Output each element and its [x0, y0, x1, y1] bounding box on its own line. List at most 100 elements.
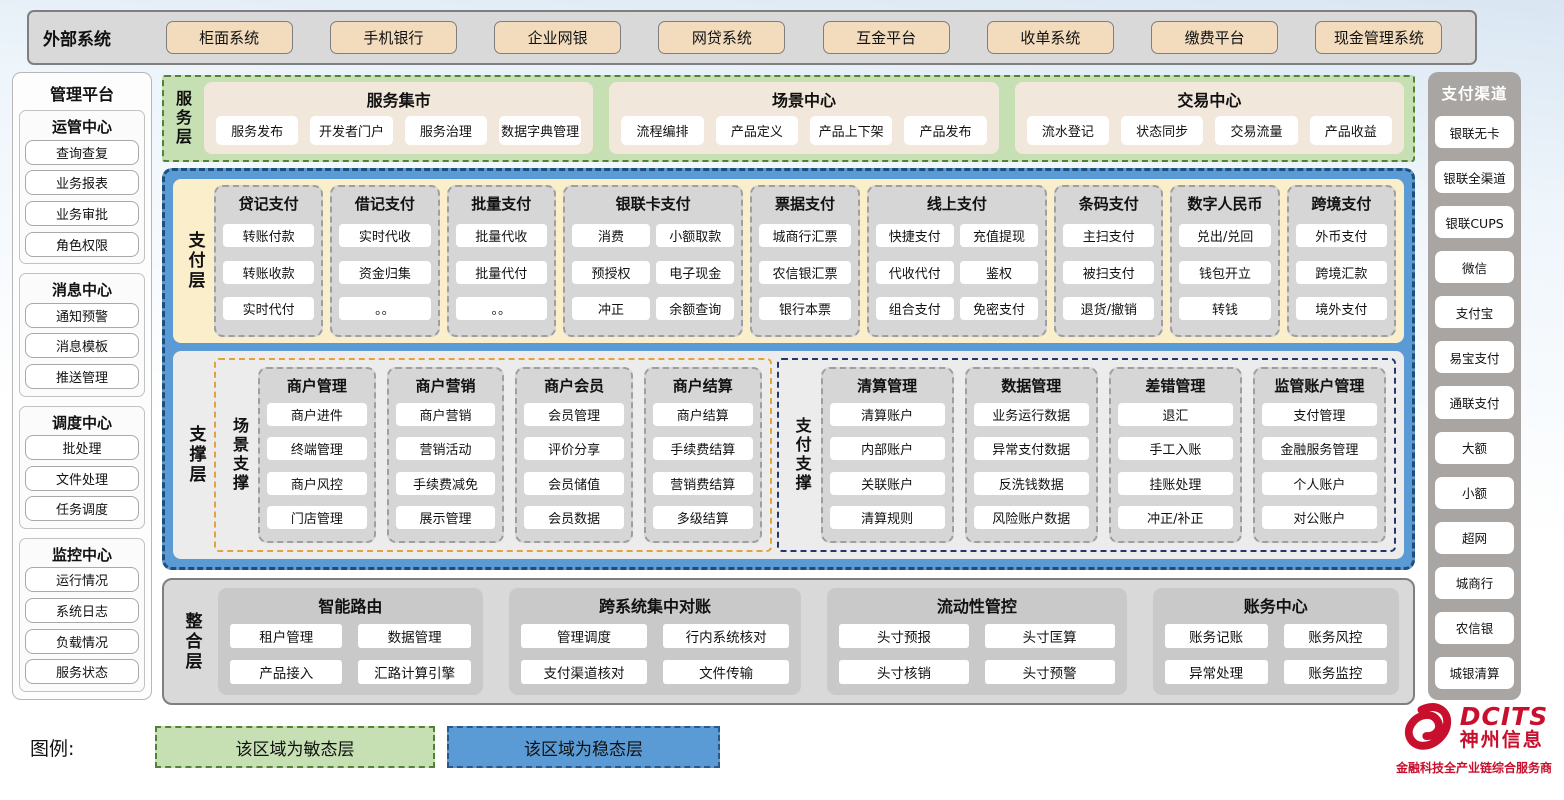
scene-item-button[interactable]: 商户结算 — [652, 402, 753, 426]
payment-item-button[interactable]: 组合支付 — [875, 297, 954, 321]
payment-item-button[interactable]: 兑出/兑回 — [1179, 223, 1271, 247]
payment-item-button[interactable]: 批量代收 — [455, 223, 547, 247]
scene-item-button[interactable]: 多级结算 — [652, 506, 753, 530]
paysup-item-button[interactable]: 内部账户 — [829, 437, 945, 461]
payment-item-button[interactable]: 实时代付 — [223, 297, 315, 321]
scene-item-button[interactable]: 门店管理 — [267, 506, 367, 530]
mgmt-item-button[interactable]: 业务报表 — [25, 170, 139, 196]
payment-item-button[interactable]: 钱包开立 — [1179, 260, 1271, 284]
paysup-item-button[interactable]: 冲正/补正 — [1117, 506, 1233, 530]
payment-channel-button[interactable]: 大额 — [1435, 431, 1514, 464]
scene-item-button[interactable]: 营销活动 — [395, 437, 496, 461]
paysup-item-button[interactable]: 支付管理 — [1261, 402, 1377, 426]
service-item-button[interactable]: 数据字典管理 — [498, 116, 582, 145]
mgmt-item-button[interactable]: 业务审批 — [25, 200, 139, 226]
service-item-button[interactable]: 产品发布 — [904, 116, 987, 145]
external-system-button[interactable]: 现金管理系统 — [1315, 21, 1443, 54]
payment-item-button[interactable]: 城商行汇票 — [759, 223, 851, 247]
payment-channel-button[interactable]: 银联全渠道 — [1435, 161, 1514, 194]
external-system-button[interactable]: 柜面系统 — [165, 21, 293, 54]
payment-item-button[interactable]: 。。 — [455, 297, 547, 321]
external-system-button[interactable]: 企业网银 — [494, 21, 622, 54]
mgmt-item-button[interactable]: 消息模板 — [25, 333, 139, 359]
payment-item-button[interactable]: 银行本票 — [759, 297, 851, 321]
scene-item-button[interactable]: 终端管理 — [267, 437, 367, 461]
paysup-item-button[interactable]: 业务运行数据 — [973, 402, 1089, 426]
paysup-item-button[interactable]: 对公账户 — [1261, 506, 1377, 530]
mgmt-item-button[interactable]: 推送管理 — [25, 363, 139, 389]
scene-item-button[interactable]: 展示管理 — [395, 506, 496, 530]
scene-item-button[interactable]: 评价分享 — [524, 437, 624, 461]
integration-item-button[interactable]: 账务记账 — [1164, 624, 1268, 648]
payment-item-button[interactable]: 小额取款 — [656, 223, 735, 247]
mgmt-item-button[interactable]: 文件处理 — [25, 465, 139, 491]
payment-item-button[interactable]: 充值提现 — [959, 223, 1039, 247]
integration-item-button[interactable]: 头寸预报 — [839, 624, 969, 648]
paysup-item-button[interactable]: 关联账户 — [829, 471, 945, 495]
payment-item-button[interactable]: 境外支付 — [1295, 297, 1387, 321]
payment-item-button[interactable]: 鉴权 — [959, 260, 1039, 284]
mgmt-item-button[interactable]: 角色权限 — [25, 231, 139, 257]
paysup-item-button[interactable]: 手工入账 — [1117, 437, 1233, 461]
integration-item-button[interactable]: 管理调度 — [520, 624, 648, 648]
integration-item-button[interactable]: 头寸核销 — [839, 660, 969, 684]
integration-item-button[interactable]: 数据管理 — [358, 624, 471, 648]
service-item-button[interactable]: 交易流量 — [1215, 116, 1298, 145]
payment-channel-button[interactable]: 支付宝 — [1435, 296, 1514, 329]
scene-item-button[interactable]: 会员储值 — [524, 471, 624, 495]
scene-item-button[interactable]: 商户风控 — [267, 471, 367, 495]
payment-item-button[interactable]: 转账收款 — [223, 260, 315, 284]
paysup-item-button[interactable]: 异常支付数据 — [973, 437, 1089, 461]
service-item-button[interactable]: 产品定义 — [715, 116, 798, 145]
paysup-item-button[interactable]: 风险账户数据 — [973, 506, 1089, 530]
scene-item-button[interactable]: 商户营销 — [395, 402, 496, 426]
mgmt-item-button[interactable]: 运行情况 — [25, 567, 139, 593]
service-item-button[interactable]: 流水登记 — [1026, 116, 1109, 145]
payment-item-button[interactable]: 转钱 — [1179, 297, 1271, 321]
payment-item-button[interactable]: 农信银汇票 — [759, 260, 851, 284]
scene-item-button[interactable]: 会员管理 — [524, 402, 624, 426]
payment-item-button[interactable]: 余额查询 — [656, 297, 735, 321]
payment-channel-button[interactable]: 易宝支付 — [1435, 341, 1514, 374]
mgmt-item-button[interactable]: 系统日志 — [25, 598, 139, 624]
mgmt-item-button[interactable]: 负载情况 — [25, 628, 139, 654]
integration-item-button[interactable]: 异常处理 — [1164, 660, 1268, 684]
paysup-item-button[interactable]: 挂账处理 — [1117, 471, 1233, 495]
payment-channel-button[interactable]: 超网 — [1435, 521, 1514, 554]
service-item-button[interactable]: 状态同步 — [1120, 116, 1204, 145]
external-system-button[interactable]: 网贷系统 — [658, 21, 786, 54]
service-item-button[interactable]: 产品上下架 — [809, 116, 893, 145]
payment-item-button[interactable]: 被扫支付 — [1063, 260, 1155, 284]
scene-item-button[interactable]: 营销费结算 — [652, 471, 753, 495]
integration-item-button[interactable]: 支付渠道核对 — [520, 660, 648, 684]
service-item-button[interactable]: 产品收益 — [1309, 116, 1392, 145]
payment-item-button[interactable]: 资金归集 — [339, 260, 431, 284]
integration-item-button[interactable]: 账务风控 — [1283, 624, 1387, 648]
paysup-item-button[interactable]: 金融服务管理 — [1261, 437, 1377, 461]
service-item-button[interactable]: 开发者门户 — [310, 116, 393, 145]
service-item-button[interactable]: 服务治理 — [404, 116, 487, 145]
payment-item-button[interactable]: 批量代付 — [455, 260, 547, 284]
payment-channel-button[interactable]: 银联无卡 — [1435, 116, 1514, 149]
external-system-button[interactable]: 手机银行 — [329, 21, 457, 54]
service-item-button[interactable]: 流程编排 — [621, 116, 704, 145]
payment-item-button[interactable]: 快捷支付 — [875, 223, 954, 247]
integration-item-button[interactable]: 汇路计算引擎 — [358, 660, 471, 684]
scene-item-button[interactable]: 商户进件 — [267, 402, 367, 426]
payment-item-button[interactable]: 退货/撤销 — [1063, 297, 1155, 321]
integration-item-button[interactable]: 头寸预警 — [984, 660, 1115, 684]
external-system-button[interactable]: 缴费平台 — [1151, 21, 1279, 54]
paysup-item-button[interactable]: 清算账户 — [829, 402, 945, 426]
payment-channel-button[interactable]: 银联CUPS — [1435, 206, 1514, 239]
payment-item-button[interactable]: 代收代付 — [875, 260, 954, 284]
payment-item-button[interactable]: 外币支付 — [1295, 223, 1387, 247]
payment-item-button[interactable]: 实时代收 — [339, 223, 431, 247]
payment-channel-button[interactable]: 城银清算 — [1435, 656, 1514, 690]
external-system-button[interactable]: 互金平台 — [822, 21, 950, 54]
payment-item-button[interactable]: 转账付款 — [223, 223, 315, 247]
payment-item-button[interactable]: 消费 — [571, 223, 651, 247]
scene-item-button[interactable]: 会员数据 — [524, 506, 624, 530]
integration-item-button[interactable]: 头寸匡算 — [984, 624, 1115, 648]
mgmt-item-button[interactable]: 任务调度 — [25, 496, 139, 522]
payment-item-button[interactable]: 跨境汇款 — [1295, 260, 1387, 284]
